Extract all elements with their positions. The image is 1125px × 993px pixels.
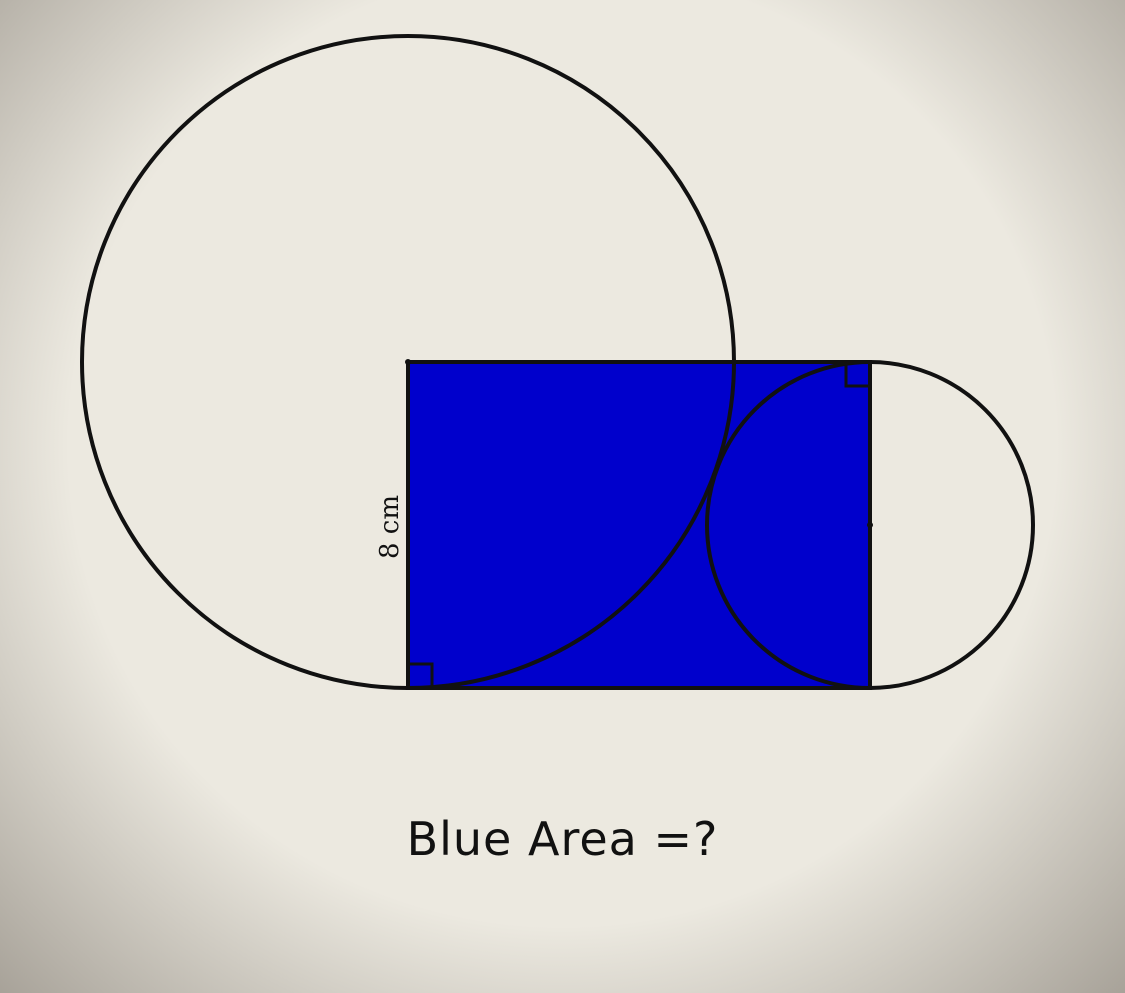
right-angle-marker-bottom-left [408, 662, 434, 688]
right-angle-marker-top-right [844, 362, 870, 388]
corner-point [405, 359, 411, 365]
side-length-label: 8 cm [375, 495, 405, 559]
question-caption: Blue Area =? [406, 812, 719, 866]
center-point [867, 522, 873, 528]
blue-rectangle [408, 362, 870, 688]
